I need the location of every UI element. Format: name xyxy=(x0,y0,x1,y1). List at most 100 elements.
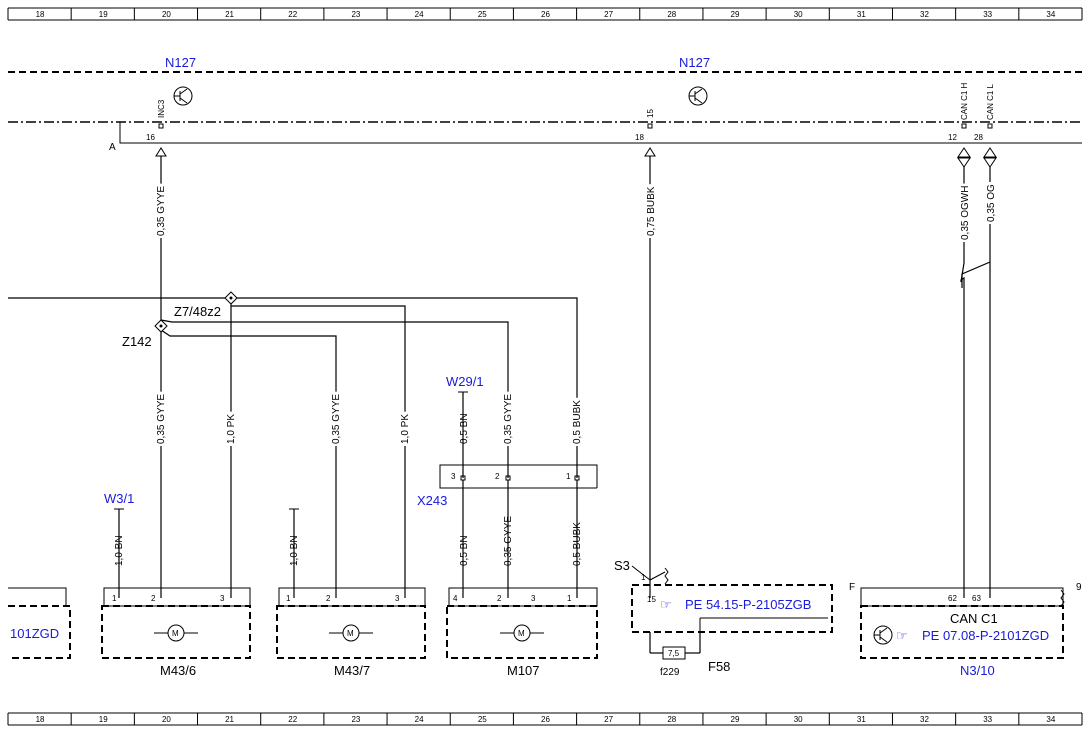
n3-10-label-9: 9 xyxy=(1076,582,1082,593)
wire-label: 0,35 OGWH xyxy=(960,186,971,240)
wire-label: 1,0 PK xyxy=(226,414,237,444)
n127-left-label: N127 xyxy=(165,55,196,70)
motor-icon: M xyxy=(154,624,198,642)
pin-label-15: 15 xyxy=(646,109,655,118)
ruler-top-number: 30 xyxy=(794,10,803,19)
svg-text:63: 63 xyxy=(972,594,981,603)
ruler-bottom-number: 18 xyxy=(36,715,45,724)
ruler-bottom-number: 33 xyxy=(983,715,992,724)
ruler-top-number: 23 xyxy=(351,10,360,19)
control-unit-n3-10-label: N3/10 xyxy=(960,663,995,678)
ground-w29-1-label: W29/1 xyxy=(446,374,484,389)
pin-label-can-c1-h: CAN C1 H xyxy=(960,82,969,120)
motor-icon: M xyxy=(329,624,373,642)
ruler-bottom-number: 34 xyxy=(1046,715,1055,724)
left-partial-component xyxy=(8,587,71,659)
svg-text:1: 1 xyxy=(112,594,117,603)
splice-z7-label: Z7/48z2 xyxy=(174,304,221,319)
ground-w3-1-label: W3/1 xyxy=(104,491,134,506)
ruler-top-number: 21 xyxy=(225,10,234,19)
wire-label: 0,35 GYYE xyxy=(156,186,167,236)
pin-number-18: 18 xyxy=(635,133,644,142)
connector-a-line xyxy=(119,122,1082,144)
pin-label-inc3: INC3 xyxy=(157,99,166,118)
ruler-top-number: 22 xyxy=(288,10,297,19)
connector-a-label: A xyxy=(109,142,116,153)
ruler-top-number: 18 xyxy=(36,10,45,19)
svg-text:15: 15 xyxy=(647,595,656,604)
pin-number-28: 28 xyxy=(974,133,983,142)
wire-label: 0,35 GYYE xyxy=(156,394,167,444)
x243-pin-2: 2 xyxy=(495,472,500,481)
ruler-bottom-number: 30 xyxy=(794,715,803,724)
left-component-ref[interactable]: 101ZGD xyxy=(10,626,59,641)
motor-m43-7: 1 2 3 M M43/7 xyxy=(276,587,426,678)
pointer-hand-icon: ☞ xyxy=(896,628,908,643)
ruler-bottom-number: 25 xyxy=(478,715,487,724)
ruler-bottom-number: 22 xyxy=(288,715,297,724)
pin-label-can-c1-l: CAN C1 L xyxy=(986,83,995,120)
motor-icon: M xyxy=(500,624,544,642)
transistor-icon xyxy=(873,625,893,645)
n3-10-label-f: F xyxy=(849,582,855,593)
svg-text:M: M xyxy=(518,629,525,638)
transistor-icon xyxy=(173,86,193,106)
ruler-bottom-number: 23 xyxy=(351,715,360,724)
svg-text:M: M xyxy=(172,629,179,638)
switch-s3-label: S3 xyxy=(614,558,630,573)
ruler-bottom-number: 19 xyxy=(99,715,108,724)
x243-pin-3: 3 xyxy=(451,472,456,481)
svg-text:2: 2 xyxy=(497,594,502,603)
fuse-f58: 7,5 xyxy=(649,632,701,660)
connector-x243: 3 2 1 xyxy=(439,464,598,489)
fuse-name: F58 xyxy=(708,659,730,674)
wire-label: 0,5 BUBK xyxy=(572,400,583,444)
ruler-top-number: 28 xyxy=(667,10,676,19)
motor-m43-7-label: M43/7 xyxy=(334,663,370,678)
svg-text:1: 1 xyxy=(286,594,291,603)
motor-m43-6-label: M43/6 xyxy=(160,663,196,678)
bidirectional-arrow-icon xyxy=(983,147,997,168)
wire-pk-bus xyxy=(231,305,406,598)
wire-label: 0,35 GYYE xyxy=(331,394,342,444)
svg-text:3: 3 xyxy=(220,594,225,603)
splice-z7-icon xyxy=(224,291,238,305)
arrow-up-icon xyxy=(155,147,167,157)
motor-m107-label: M107 xyxy=(507,663,540,678)
pin-number-16: 16 xyxy=(146,133,155,142)
switch-s3-ref-link[interactable]: PE 54.15-P-2105ZGB xyxy=(685,597,811,612)
motor-m107: 4 2 3 1 M M107 xyxy=(446,587,598,678)
motor-m43-6: 1 2 3 M M43/6 xyxy=(101,587,251,678)
ruler-top-number: 25 xyxy=(478,10,487,19)
arrow-up-icon xyxy=(644,147,656,157)
pin-number-12: 12 xyxy=(948,133,957,142)
wire-label: 0,5 BN xyxy=(459,413,470,444)
wire-label: 0,5 BN xyxy=(459,535,470,566)
wire-label: 1,0 PK xyxy=(400,414,411,444)
svg-text:3: 3 xyxy=(531,594,536,603)
svg-text:2: 2 xyxy=(151,594,156,603)
n3-10-ref-link[interactable]: PE 07.08-P-2101ZGD xyxy=(922,628,1049,643)
fuse-value: 7,5 xyxy=(668,649,680,658)
ruler-bottom-number: 21 xyxy=(225,715,234,724)
pin-stubs xyxy=(158,123,993,129)
svg-text:62: 62 xyxy=(948,594,957,603)
wire-label: 0,35 OG xyxy=(986,184,997,222)
wire-ogwh xyxy=(960,167,965,598)
ruler-bottom-number: 29 xyxy=(731,715,740,724)
bidirectional-arrow-icon xyxy=(957,147,971,168)
pointer-hand-icon: ☞ xyxy=(660,597,672,612)
ruler-top-number: 26 xyxy=(541,10,550,19)
ruler-bottom-number: 26 xyxy=(541,715,550,724)
ruler-top-number: 27 xyxy=(604,10,613,19)
wire-gyye-m43-7 xyxy=(160,329,337,598)
svg-text:1: 1 xyxy=(641,573,646,582)
ruler-top-number: 32 xyxy=(920,10,929,19)
ruler-top-number: 33 xyxy=(983,10,992,19)
svg-text:4: 4 xyxy=(453,594,458,603)
ruler-top-number: 31 xyxy=(857,10,866,19)
ruler-bottom-number: 27 xyxy=(604,715,613,724)
